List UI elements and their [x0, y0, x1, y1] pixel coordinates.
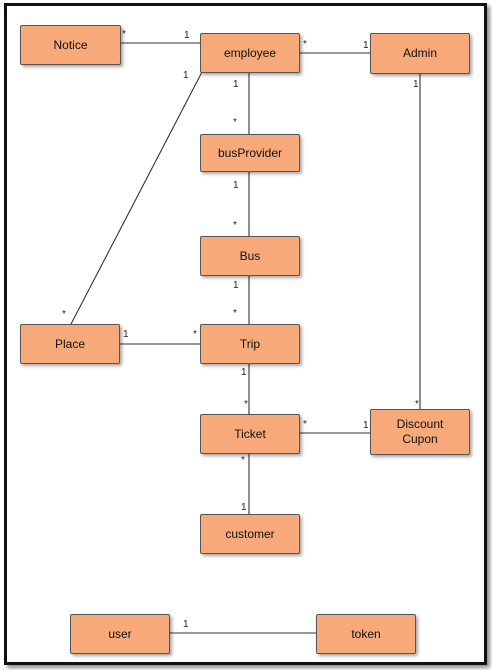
mult-busprovider-side-bus: 1 [233, 180, 239, 191]
node-bus[interactable]: Bus [200, 236, 300, 276]
node-token[interactable]: token [316, 614, 416, 654]
node-customer[interactable]: customer [200, 514, 300, 554]
mult-employee-side-place: 1 [183, 70, 189, 81]
node-notice[interactable]: Notice [20, 25, 121, 65]
mult-trip-side-place: * [193, 329, 197, 340]
node-user[interactable]: user [70, 614, 170, 654]
mult-admin-side-discount: 1 [413, 79, 419, 90]
mult-user-token: 1 [183, 619, 189, 630]
mult-employee-side-busprovider: 1 [233, 79, 239, 90]
mult-ticket-side-trip: * [244, 399, 248, 410]
mult-place-side-trip: 1 [123, 329, 129, 340]
mult-notice-side: * [122, 29, 126, 40]
mult-employee-side-admin: * [303, 39, 307, 50]
mult-employee-side-notice: 1 [184, 30, 190, 41]
node-employee[interactable]: employee [200, 33, 300, 73]
mult-ticket-side-customer: * [241, 455, 245, 466]
edge-employee-place [69, 71, 203, 327]
mult-discount-side-ticket: 1 [363, 420, 369, 431]
mult-busprovider-side-employee: * [233, 117, 237, 128]
mult-trip-side-ticket: 1 [241, 367, 247, 378]
mult-bus-side-trip: 1 [233, 280, 239, 291]
mult-bus-side-busprovider: * [233, 220, 237, 231]
mult-place-side-employee: * [62, 309, 66, 320]
node-ticket[interactable]: Ticket [200, 414, 300, 454]
node-trip[interactable]: Trip [200, 324, 300, 364]
mult-admin-side-employee: 1 [363, 40, 369, 51]
node-place[interactable]: Place [20, 324, 120, 364]
mult-trip-side-bus: * [233, 308, 237, 319]
node-discount-cupon[interactable]: Discount Cupon [370, 409, 470, 455]
mult-discount-side-admin: * [415, 399, 419, 410]
mult-ticket-side-discount: * [303, 419, 307, 430]
mult-customer-side-ticket: 1 [241, 502, 247, 513]
node-busprovider[interactable]: busProvider [200, 134, 300, 172]
node-admin[interactable]: Admin [370, 33, 470, 74]
